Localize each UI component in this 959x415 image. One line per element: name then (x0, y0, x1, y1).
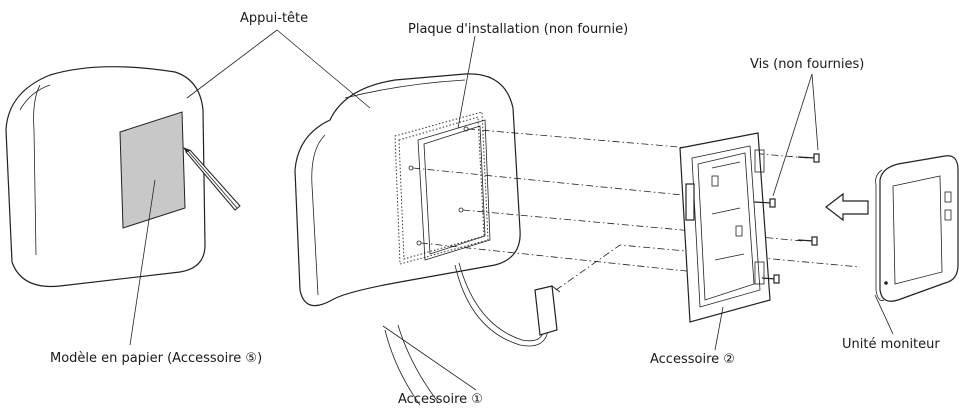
label-screws: Vis (non fournies) (750, 57, 864, 72)
screw-4 (761, 274, 780, 284)
headrest-posts (384, 324, 439, 406)
cable-connector (454, 262, 561, 347)
insert-arrow-icon (825, 192, 869, 222)
mounting-bracket (679, 132, 771, 323)
screw-3 (797, 236, 818, 246)
paper-template-sheet (119, 111, 186, 229)
screws (753, 153, 820, 284)
pencil-icon (183, 147, 241, 211)
leader-lines (129, 29, 894, 391)
screw-1 (797, 153, 820, 163)
label-monitor-unit: Unité moniteur (842, 337, 940, 352)
label-accessory-2: Accessoire ② (650, 352, 735, 367)
paper-template (119, 111, 186, 229)
screw-2 (753, 198, 776, 208)
label-headrest: Appui-tête (240, 11, 308, 26)
label-accessory-1: Accessoire ① (398, 392, 483, 407)
headrest-recess (417, 119, 491, 261)
monitor-unit (875, 155, 959, 302)
label-paper-template: Modèle en papier (Accessoire ⑤) (50, 351, 262, 366)
label-mounting-plate: Plaque d'installation (non fournie) (408, 22, 628, 37)
mounting-plate (394, 111, 489, 265)
main-headrest (294, 73, 521, 307)
